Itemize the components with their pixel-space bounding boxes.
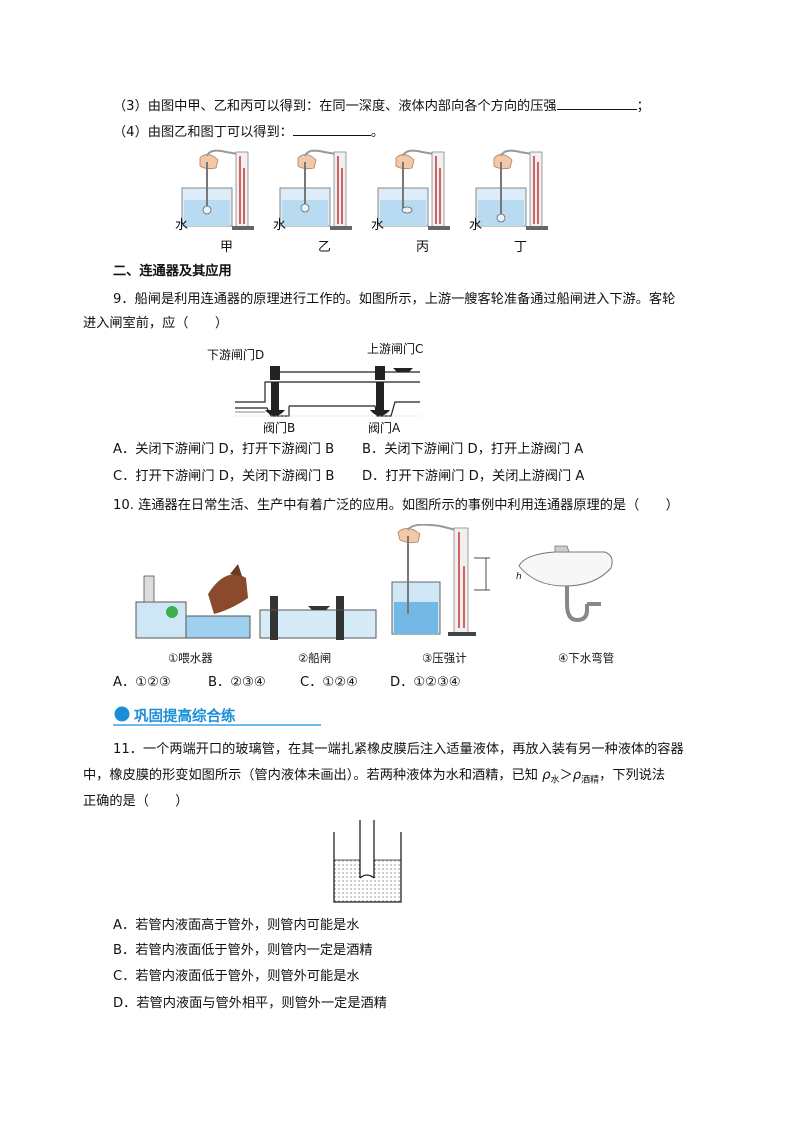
- q9-option-c[interactable]: C．打开下游闸门 D，关闭下游阀门 B: [113, 469, 335, 484]
- section-heading: 二、连通器及其应用: [113, 264, 232, 279]
- tube-in-container-figure: [330, 820, 405, 904]
- q9-text-line2: 进入闸室前，应（ ）: [83, 316, 229, 331]
- label-valve-b: 阀门B: [263, 421, 296, 435]
- liquid-label: 水: [175, 218, 189, 233]
- height-label-h: h: [516, 572, 522, 582]
- tube-container-diagram: [333, 820, 402, 903]
- q10-text: 10. 连通器在日常生活、生产中有着广泛的应用。如图所示的事例中利用连通器原理的…: [113, 498, 679, 513]
- q11-option-b[interactable]: B．若管内液面低于管外，则管内一定是酒精: [113, 943, 373, 958]
- q8-part3: （3）由图中甲、乙和丙可以得到：在同一深度、液体内部向各个方向的压强；: [113, 95, 650, 117]
- q11-line2: 中，橡皮膜的形变如图所示（管内液体未画出）。若两种液体为水和酒精，已知 ρ水＞ρ…: [83, 768, 666, 786]
- answer-blank[interactable]: [292, 121, 371, 136]
- q11-option-d[interactable]: D．若管内液面与管外相平，则管外一定是酒精: [113, 996, 387, 1011]
- label-valve-a: 阀门A: [368, 421, 401, 435]
- caption-water-feeder: ①喂水器: [168, 651, 213, 665]
- q9-option-d[interactable]: D．打开下游闸门 D，关闭上游阀门 A: [362, 469, 585, 484]
- q9-option-a[interactable]: A．关闭下游闸门 D，打开下游阀门 B: [113, 442, 335, 457]
- caption-pressure-gauge: ③压强计: [422, 651, 467, 665]
- section-title: 巩固提高综合练: [134, 709, 236, 725]
- banner-underline: [113, 706, 321, 726]
- q10-option-c[interactable]: C．①②④: [300, 675, 358, 690]
- q11-option-a[interactable]: A．若管内液面高于管外，则管内可能是水: [113, 918, 360, 933]
- fig-label-bing: 丙: [416, 240, 430, 255]
- connected-vessel-examples: h ①喂水器 ②船闸 ③压强计 ④下水弯管: [130, 523, 650, 669]
- label-upstream-gate-c: 上游闸门C: [367, 342, 424, 356]
- setup-ding: [475, 149, 548, 230]
- q10-option-d[interactable]: D．①②③④: [390, 675, 461, 690]
- setup-yi: [279, 149, 352, 230]
- q9-text-line1: 9．船闸是利用连通器的原理进行工作的。如图所示，上游一艘客轮准备通过船闸进入下游…: [113, 292, 676, 307]
- q10-option-a[interactable]: A．①②③: [113, 675, 171, 690]
- pressure-gauge-illustrations: [181, 149, 548, 230]
- q9-option-b[interactable]: B．关闭下游闸门 D，打开上游阀门 A: [362, 442, 584, 457]
- fig-label-ding: 丁: [514, 240, 528, 255]
- liquid-label: 水: [469, 218, 483, 233]
- pressure-gauge: [391, 523, 490, 636]
- caption-drain-trap: ④下水弯管: [558, 651, 615, 665]
- setup-jia: [181, 149, 254, 230]
- q10-option-b[interactable]: B．②③④: [208, 675, 266, 690]
- answer-blank[interactable]: [556, 95, 637, 110]
- setup-bing: [377, 149, 450, 230]
- label-downstream-gate-d: 下游闸门D: [207, 348, 265, 362]
- water-feeder: [135, 564, 251, 639]
- section-banner: 巩固提高综合练: [113, 704, 321, 726]
- q11-option-c[interactable]: C．若管内液面低于管外，则管外可能是水: [113, 969, 360, 984]
- fig-label-yi: 乙: [318, 240, 332, 255]
- liquid-label: 水: [371, 218, 385, 233]
- q11-line3: 正确的是（ ）: [83, 794, 189, 809]
- ship-lock-figure: 下游闸门D 上游闸门C 阀门B 阀门A: [205, 340, 435, 435]
- ship-lock-diagram: [235, 366, 420, 417]
- ship-lock: [259, 596, 377, 640]
- drain-trap: [518, 545, 613, 623]
- pressure-gauge-figure: 水 水 水 水 甲 乙 丙 丁: [170, 148, 560, 256]
- fig-label-jia: 甲: [220, 240, 234, 255]
- caption-ship-lock: ②船闸: [298, 651, 332, 665]
- q11-line1: 11．一个两端开口的玻璃管，在其一端扎紧橡皮膜后注入适量液体，再放入装有另一种液…: [113, 742, 684, 757]
- liquid-label: 水: [273, 218, 287, 233]
- examples-illustration: [135, 523, 613, 640]
- q8-part4: （4）由图乙和图丁可以得到：。: [113, 121, 384, 143]
